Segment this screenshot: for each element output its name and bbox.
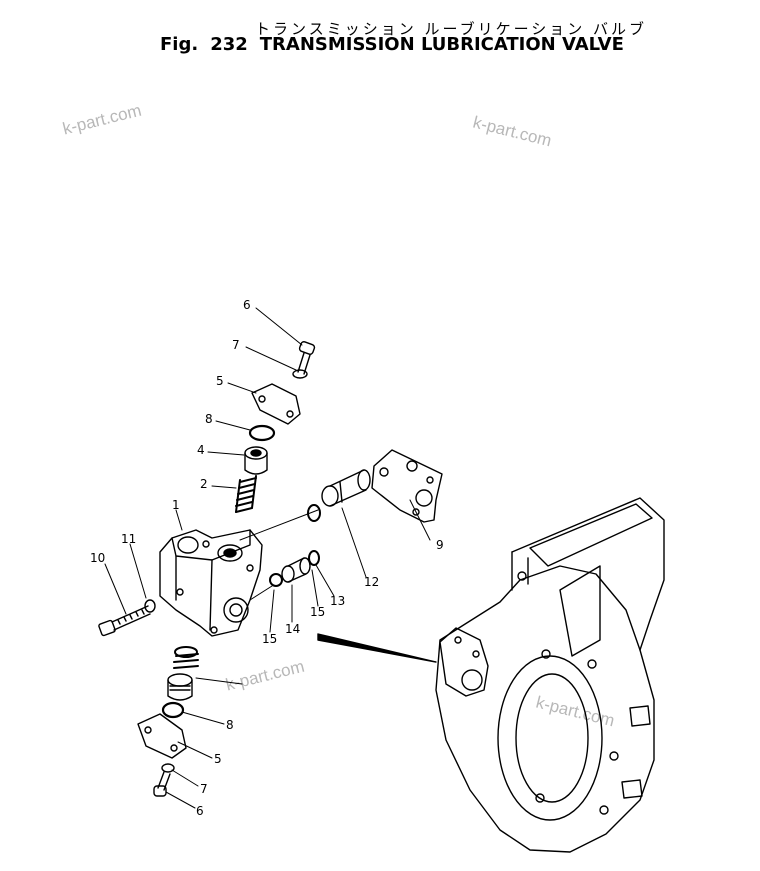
callout-7: 7 [232, 338, 240, 352]
callout-7-bottom: 7 [200, 782, 208, 796]
fig-number: 232 [210, 34, 248, 55]
callout-13: 13 [330, 594, 346, 608]
fig-label: Fig. [160, 34, 199, 55]
gasket-9 [371, 449, 443, 523]
figure-title: Fig. 232 TRANSMISSION LUBRICATION VALVE [160, 34, 636, 55]
callout-6-bottom: 6 [196, 804, 204, 818]
callout-9: 9 [436, 538, 444, 552]
washer-11 [144, 599, 156, 613]
o-ring-8-top [248, 424, 276, 442]
cover-5-top [251, 383, 301, 425]
callout-15-left: 15 [262, 632, 278, 646]
o-ring-8-bottom [161, 701, 185, 719]
spring-2 [235, 475, 257, 513]
o-ring-15-left [269, 573, 283, 587]
o-ring-13 [307, 504, 321, 522]
cover-5-bottom [137, 713, 187, 759]
plug-4 [244, 446, 268, 475]
transmission-housing [435, 497, 665, 853]
callout-6: 6 [243, 298, 251, 312]
valve-body-1 [159, 529, 263, 637]
callout-4: 4 [197, 443, 205, 457]
title-english: TRANSMISSION LUBRICATION VALVE [259, 34, 624, 55]
leader-lines [104, 307, 431, 809]
sleeve-12 [321, 469, 371, 507]
bolt-10 [98, 605, 151, 637]
bolt-6-top [297, 341, 316, 375]
callout-2: 2 [200, 477, 208, 491]
callout-8-bottom: 8 [226, 718, 234, 732]
callout-5: 5 [216, 374, 224, 388]
callout-8: 8 [205, 412, 213, 426]
spring-lower [173, 646, 199, 669]
plug-lower [167, 673, 193, 701]
title-japanese: トランスミッション ルーブリケーション バルブ [255, 20, 648, 38]
callout-12: 12 [364, 575, 380, 589]
pipe-14 [281, 557, 311, 583]
washer-7-top [292, 369, 308, 379]
o-ring-15-right [308, 550, 320, 566]
callout-5-bottom: 5 [214, 752, 222, 766]
callout-10: 10 [90, 551, 106, 565]
callout-11: 11 [121, 532, 137, 546]
assembly-line [239, 509, 319, 541]
callout-14: 14 [285, 622, 301, 636]
callout-15-right: 15 [310, 605, 326, 619]
washer-7-bottom [161, 763, 175, 773]
location-arrow [317, 633, 437, 663]
bolt-6-bottom [153, 771, 171, 797]
callout-1: 1 [172, 498, 180, 512]
